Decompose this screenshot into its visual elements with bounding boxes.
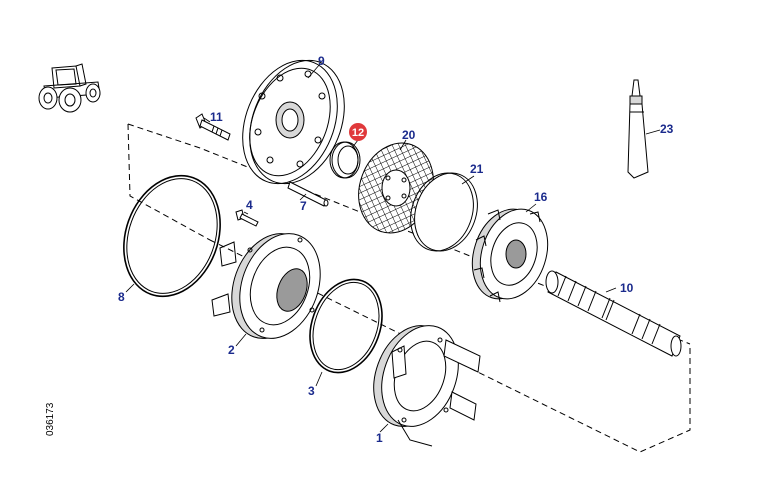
document-number: 036173 xyxy=(45,402,56,436)
callout-23[interactable]: 23 xyxy=(660,122,674,136)
callout-11[interactable]: 11 xyxy=(210,110,223,124)
part-12-seal-ring xyxy=(329,141,361,179)
part-9-cover-plate xyxy=(242,59,345,185)
part-16-splined-hub xyxy=(471,208,549,303)
part-21-steel-disc xyxy=(410,172,478,252)
part-8-o-ring xyxy=(123,174,221,298)
part-7-pin xyxy=(287,181,329,207)
part-2-housing xyxy=(211,233,321,339)
callout-10[interactable]: 10 xyxy=(620,281,634,295)
tractor-icon xyxy=(38,63,101,113)
highlight-badge xyxy=(349,123,367,141)
part-11-bolt xyxy=(195,113,231,141)
callout-16[interactable]: 16 xyxy=(534,190,548,204)
callout-4[interactable]: 4 xyxy=(246,198,253,212)
part-20-friction-disc xyxy=(358,142,434,234)
part-3-o-ring xyxy=(309,278,383,374)
callout-12-highlight[interactable]: 12 xyxy=(349,123,367,141)
part-1-carrier xyxy=(373,325,481,447)
callout-3[interactable]: 3 xyxy=(308,384,315,398)
callout-20[interactable]: 20 xyxy=(402,128,416,142)
callout-labels: 9 11 12 20 21 16 7 4 8 2 3 1 10 23 xyxy=(118,54,674,445)
callout-12: 12 xyxy=(352,127,364,139)
callout-1[interactable]: 1 xyxy=(376,431,383,445)
leader-lines xyxy=(125,63,661,433)
sealant-tube-icon xyxy=(627,79,649,179)
callout-9[interactable]: 9 xyxy=(318,54,325,68)
assembly-axis-lines xyxy=(127,123,691,453)
callout-2[interactable]: 2 xyxy=(228,343,235,357)
part-4-screw xyxy=(235,209,259,227)
part-10-shaft xyxy=(545,270,682,357)
callout-21[interactable]: 21 xyxy=(470,162,484,176)
callout-7[interactable]: 7 xyxy=(300,199,307,213)
callout-8[interactable]: 8 xyxy=(118,290,125,304)
